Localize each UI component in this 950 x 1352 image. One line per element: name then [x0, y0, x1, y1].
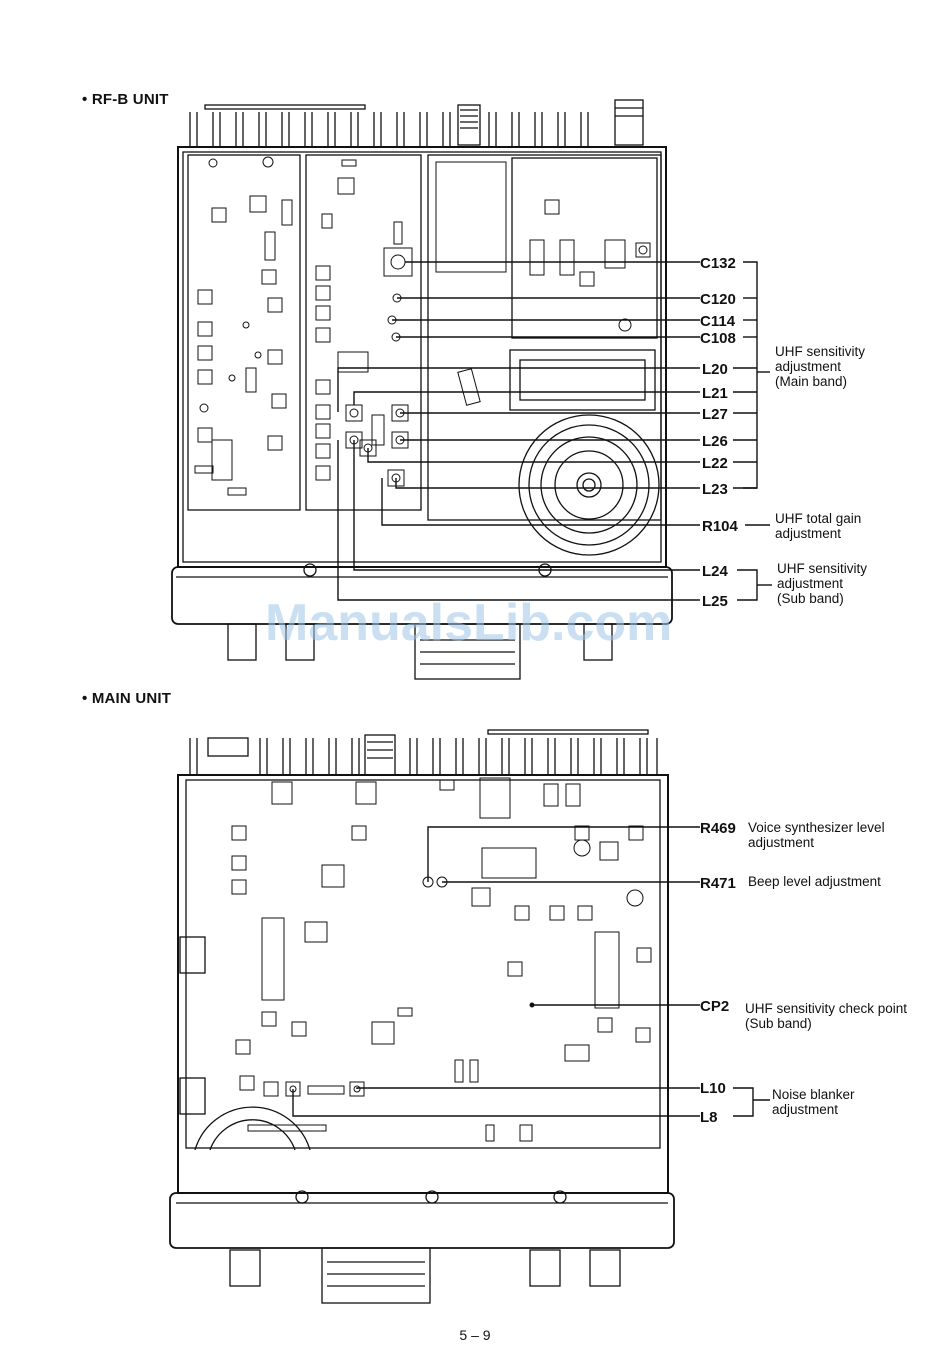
leader-l20	[337, 367, 700, 412]
rfb-leader-lines	[337, 261, 772, 601]
rfb-labels: C132 C120 C114 C108 L20 L21 L27 L26 L22 …	[700, 255, 867, 610]
rfb-chassis-outline	[177, 146, 667, 568]
note-cp2-2: (Sub band)	[745, 1016, 812, 1031]
main-unit-heading: • MAIN UNIT	[82, 690, 172, 707]
main-leader-lines	[292, 826, 770, 1117]
note-uhf-main-2: adjustment	[775, 359, 841, 374]
note-uhf-main-3: (Main band)	[775, 374, 847, 389]
leader-l25	[337, 440, 700, 601]
note-noise-blanker-1: Noise blanker	[772, 1087, 855, 1102]
note-r469-2: adjustment	[748, 835, 814, 850]
label-c132: C132	[700, 255, 736, 272]
leader-l8	[292, 1089, 700, 1117]
label-r104: R104	[702, 518, 739, 535]
leader-r469	[427, 826, 700, 882]
leader-l23	[395, 478, 700, 489]
label-l27: L27	[702, 406, 728, 423]
label-l8: L8	[700, 1109, 718, 1126]
label-l21: L21	[702, 385, 728, 402]
leader-l10	[356, 1087, 700, 1089]
rfb-heatsink-fins	[189, 99, 644, 147]
label-l26: L26	[702, 433, 728, 450]
rfb-knobs	[227, 623, 613, 680]
label-l24: L24	[702, 563, 729, 580]
note-uhf-gain-1: UHF total gain	[775, 511, 861, 526]
leader-l21	[353, 391, 700, 405]
page-number: 5 – 9	[459, 1327, 491, 1343]
label-l23: L23	[702, 481, 728, 498]
note-cp2-1: UHF sensitivity check point	[745, 1001, 907, 1016]
label-c114: C114	[700, 313, 736, 330]
note-uhf-sub-3: (Sub band)	[777, 591, 844, 606]
note-uhf-gain-2: adjustment	[775, 526, 841, 541]
bracket-noise-blanker	[733, 1087, 754, 1117]
rfb-rf-board	[305, 154, 422, 511]
main-knobs	[229, 1247, 621, 1304]
main-board	[185, 779, 661, 1149]
speaker-drawing	[518, 414, 660, 556]
label-cp2: CP2	[700, 998, 729, 1015]
main-heatsink-fins	[189, 729, 658, 776]
rfb-components	[194, 156, 651, 496]
leader-l22	[367, 448, 700, 463]
rfb-unit-heading: • RF-B UNIT	[82, 91, 169, 108]
rfb-left-board	[187, 154, 301, 511]
label-l22: L22	[702, 455, 728, 472]
watermark: ManualsLib.com	[265, 594, 672, 652]
leader-l24	[353, 440, 700, 571]
note-uhf-main-1: UHF sensitivity	[775, 344, 865, 359]
rfb-right-board	[511, 157, 658, 339]
main-chassis-drawing	[169, 729, 675, 1304]
note-uhf-sub-1: UHF sensitivity	[777, 561, 867, 576]
main-components	[231, 777, 652, 1142]
bracket-uhf-sub	[737, 569, 758, 601]
note-r469-1: Voice synthesizer level	[748, 820, 885, 835]
main-front-panel	[169, 1192, 675, 1249]
label-r469: R469	[700, 820, 736, 837]
label-l25: L25	[702, 593, 728, 610]
rfb-chassis-drawing	[171, 99, 673, 680]
note-r471: Beep level adjustment	[748, 874, 881, 889]
label-c108: C108	[700, 330, 736, 347]
label-l10: L10	[700, 1080, 726, 1097]
label-c120: C120	[700, 291, 736, 308]
main-labels: R469 Voice synthesizer level adjustment …	[700, 820, 907, 1126]
label-r471: R471	[700, 875, 736, 892]
note-uhf-sub-2: adjustment	[777, 576, 843, 591]
bracket-uhf-main	[743, 261, 758, 489]
leader-r104	[381, 478, 700, 526]
label-l20: L20	[702, 361, 728, 378]
note-noise-blanker-2: adjustment	[772, 1102, 838, 1117]
